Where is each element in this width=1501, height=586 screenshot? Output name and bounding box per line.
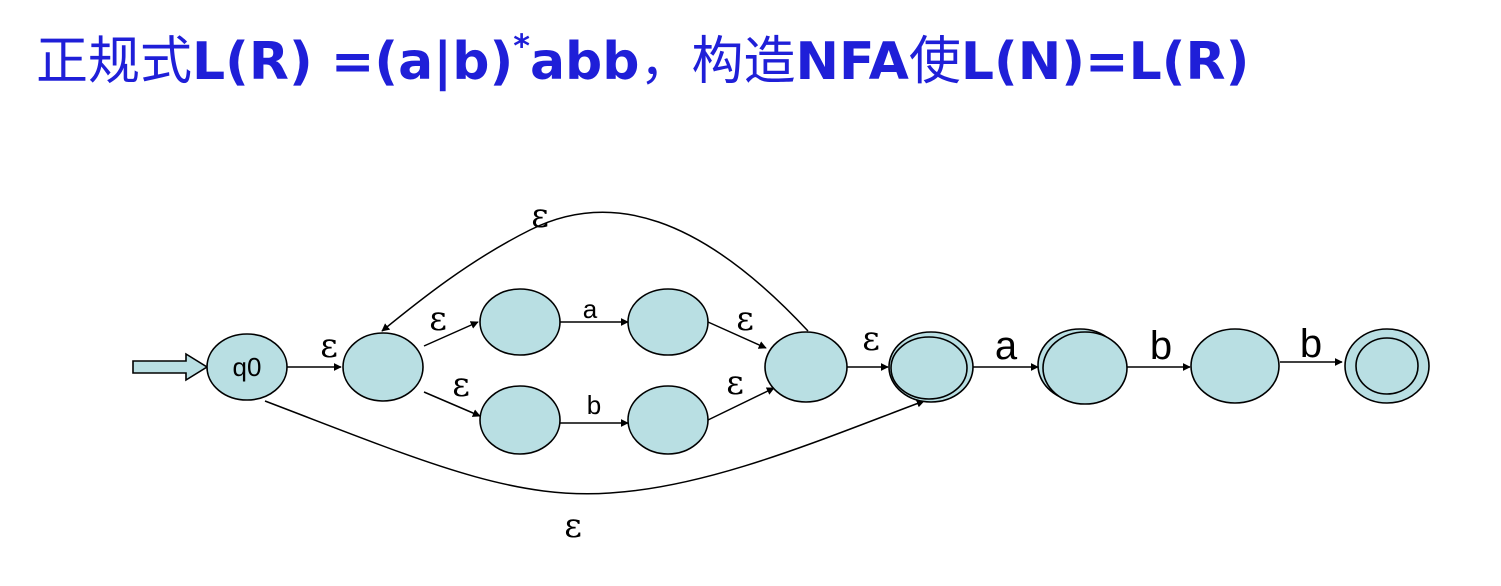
edge-s1-s2 [423, 321, 479, 347]
start-arrow [132, 352, 209, 382]
state-s7 [888, 331, 974, 403]
label-s5-to-s6: ε [726, 363, 744, 403]
label-s7-to-s8: a [995, 324, 1018, 368]
label-loop-back: ε [531, 196, 549, 236]
title-kleene-star: * [513, 27, 530, 65]
title-part-nfa: NFA [795, 32, 909, 92]
state-s5 [627, 385, 709, 455]
state-s3 [627, 288, 709, 356]
state-s6 [764, 331, 848, 403]
label-s1-to-s2: ε [429, 299, 447, 339]
state-q0: q0 [206, 333, 288, 401]
title-part-construct: ，构造 [639, 32, 796, 92]
label-s9-to-s10: b [1300, 322, 1322, 366]
label-s6-to-s7: ε [862, 319, 880, 359]
label-skip: ε [564, 506, 582, 546]
title-part-expression: L(R) =(a|b) [192, 32, 514, 92]
label-s4-to-s5: b [587, 390, 601, 420]
edge-s5-s6 [707, 387, 775, 421]
state-q0-label: q0 [233, 352, 262, 382]
state-s1 [342, 332, 424, 402]
label-s3-to-s6: ε [736, 299, 754, 339]
title-part-make: 使 [908, 32, 961, 92]
edge-s3-s6 [707, 321, 767, 349]
title-part-abb: abb [529, 32, 640, 92]
state-s2 [479, 288, 561, 356]
label-s8-to-s9: b [1150, 324, 1172, 368]
title-part-regex-label: 正规式 [36, 32, 193, 92]
state-s8 [1037, 328, 1128, 405]
label-s1-to-s4: ε [452, 365, 470, 405]
state-s10-accepting [1344, 328, 1430, 404]
state-s4 [479, 385, 561, 455]
page-title: 正规式L(R) =(a|b)*abb，构造NFA使L(N)=L(R) [36, 22, 1476, 102]
edge-skip [264, 399, 925, 495]
label-start-to-s1: ε [320, 326, 338, 366]
title-part-equation: L(N)=L(R) [960, 32, 1250, 92]
edge-loop-back [381, 211, 809, 332]
edge-s1-s4 [423, 391, 481, 417]
label-s2-to-s3: a [583, 294, 598, 324]
state-s9 [1190, 328, 1280, 404]
